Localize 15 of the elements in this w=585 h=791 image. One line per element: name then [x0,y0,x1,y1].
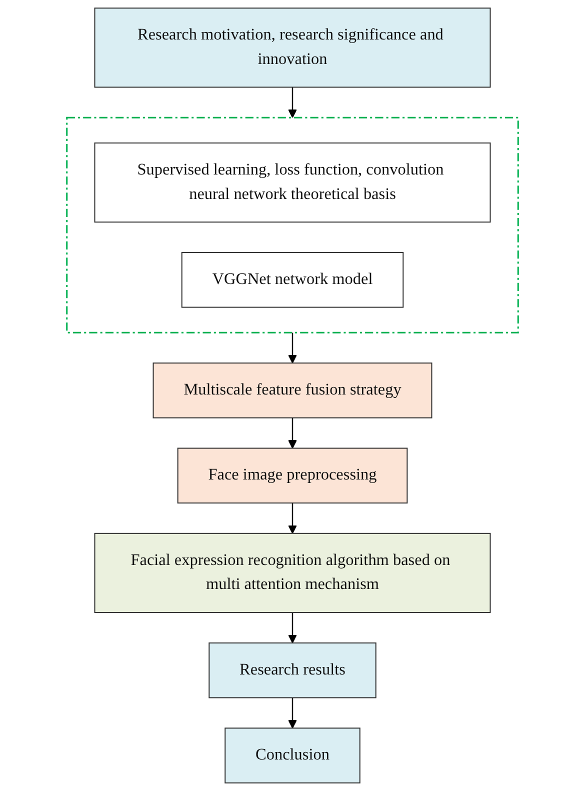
arrow [288,332,297,364]
node-box: Research results [208,642,376,698]
node-box: Facial expression recognition algorithm based on multi attention mechanism [94,532,491,614]
arrow [288,418,297,449]
arrow [288,612,297,644]
arrow [288,698,297,729]
arrow [288,87,297,118]
node-box: Research motivation, research significance and innovation [94,8,491,88]
node-box: VGGNet network model [181,252,404,308]
arrow [288,503,297,534]
node-box: Multiscale feature fusion strategy [152,362,432,418]
node-box: Face image preprocessing [177,448,408,504]
node-box: Conclusion [224,728,360,784]
cluster [66,116,519,334]
node-box: Supervised learning, loss function, convolution neural network theoretical basis [94,142,491,223]
